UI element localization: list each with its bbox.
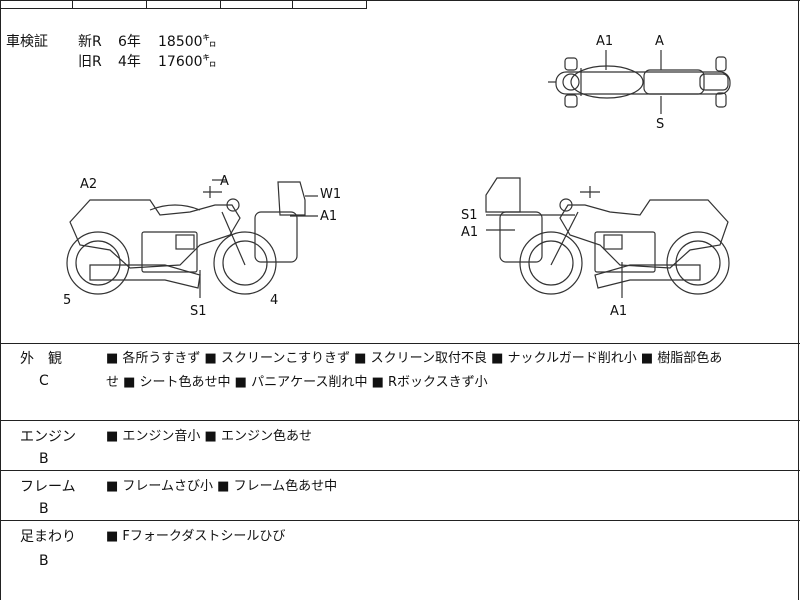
damage-mark-right-a1-lower: A1 bbox=[610, 304, 628, 319]
section-grade-frame: B bbox=[39, 501, 49, 517]
section-notes-suspension: ■ Fフォークダストシールひび bbox=[106, 529, 286, 544]
section-divider bbox=[0, 520, 800, 521]
header-col-divider bbox=[366, 0, 367, 9]
header-col-divider bbox=[220, 0, 221, 9]
damage-mark-top-a1: A1 bbox=[596, 34, 614, 49]
view-number-5: 5 bbox=[63, 293, 72, 308]
section-notes-frame: ■ フレームさび小 ■ フレーム色あせ中 bbox=[106, 479, 338, 494]
view-number-4: 4 bbox=[270, 293, 279, 308]
header-col-divider bbox=[146, 0, 147, 9]
new-mileage: 18500㌔ bbox=[158, 34, 217, 50]
section-divider bbox=[0, 470, 800, 471]
damage-mark-left-w1: W1 bbox=[320, 187, 342, 202]
section-notes-exterior-line2: せ ■ シート色あせ中 ■ パニアケース削れ中 ■ Rボックスきず小 bbox=[106, 375, 488, 390]
section-grade-engine: B bbox=[39, 451, 49, 467]
new-years: 6年 bbox=[118, 34, 141, 50]
diagram-section-bottom bbox=[0, 343, 800, 344]
section-title-frame: フレーム bbox=[20, 479, 76, 495]
header-col-divider bbox=[292, 0, 293, 9]
top-border bbox=[0, 0, 800, 1]
new-prefix: 新R bbox=[78, 34, 102, 50]
inspection-label: 車検証 bbox=[6, 34, 48, 50]
damage-mark-right-a1-upper: A1 bbox=[461, 225, 479, 240]
section-title-exterior: 外 観 bbox=[20, 351, 62, 367]
header-col-divider bbox=[72, 0, 73, 9]
section-grade-exterior: C bbox=[39, 373, 49, 389]
damage-mark-right-s1: S1 bbox=[461, 208, 478, 223]
old-prefix: 旧R bbox=[78, 54, 102, 70]
damage-mark-top-s: S bbox=[656, 117, 665, 132]
damage-mark-top-a: A bbox=[655, 34, 664, 49]
section-notes-engine: ■ エンジン音小 ■ エンジン色あせ bbox=[106, 429, 312, 444]
right-border bbox=[798, 0, 799, 600]
section-title-suspension: 足まわり bbox=[20, 529, 76, 545]
damage-mark-left-a1: A1 bbox=[320, 209, 338, 224]
damage-mark-left-a2: A2 bbox=[80, 177, 98, 192]
header-row-bottom bbox=[0, 8, 366, 9]
section-grade-suspension: B bbox=[39, 553, 49, 569]
damage-mark-left-s1: S1 bbox=[190, 304, 207, 319]
old-years: 4年 bbox=[118, 54, 141, 70]
left-border bbox=[0, 0, 1, 600]
damage-mark-left-a: A bbox=[220, 174, 229, 189]
section-title-engine: エンジン bbox=[20, 429, 76, 445]
section-notes-exterior-line1: ■ 各所うすきず ■ スクリーンこすりきず ■ スクリーン取付不良 ■ ナックル… bbox=[106, 351, 723, 366]
old-mileage: 17600㌔ bbox=[158, 54, 217, 70]
section-divider bbox=[0, 420, 800, 421]
